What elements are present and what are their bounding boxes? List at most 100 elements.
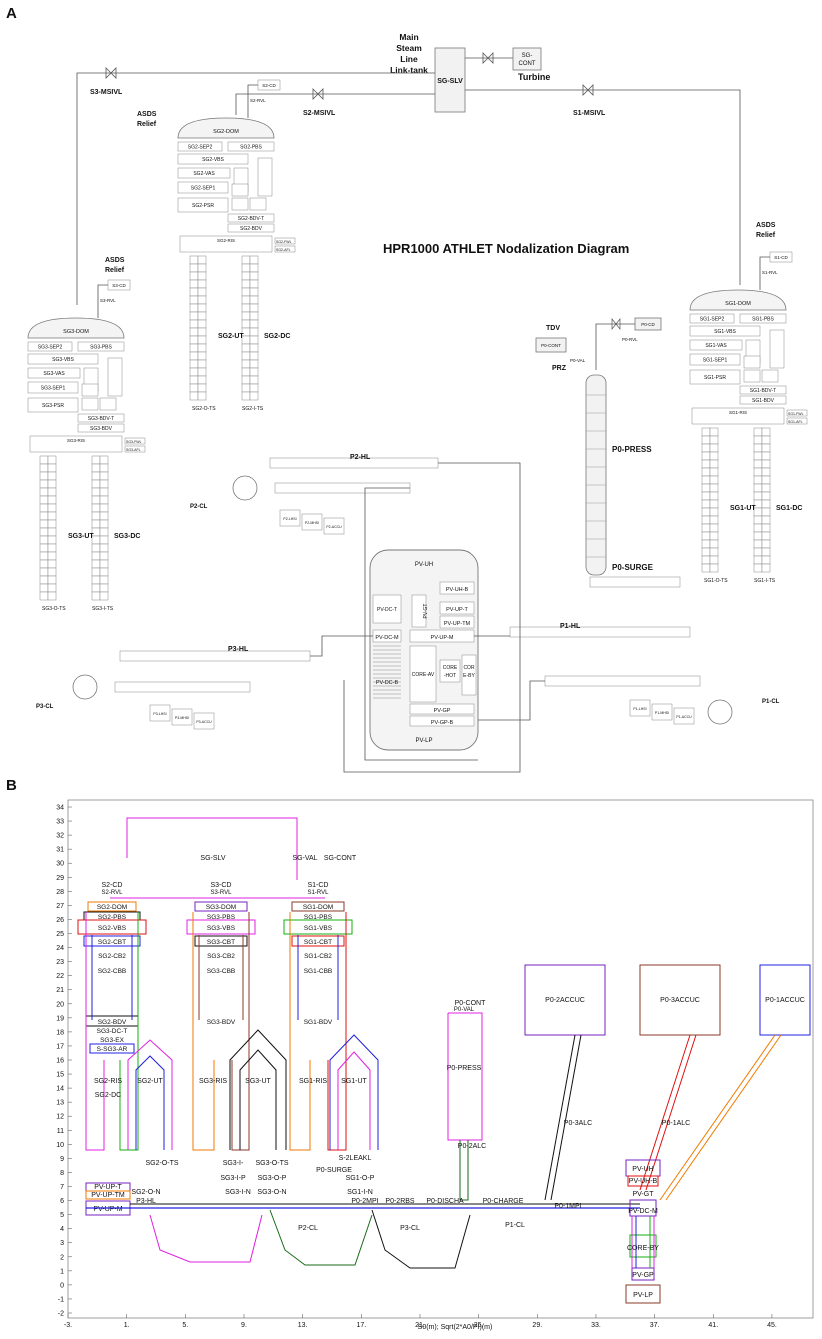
sg3-tube-cell <box>47 511 57 521</box>
b-pv-lp: PV-LP <box>633 1292 653 1299</box>
sg1-tube-cell <box>709 467 719 477</box>
sg1-tube-cell <box>753 563 763 573</box>
x-tick-label: 33. <box>591 1322 601 1329</box>
sg2-tube-cell <box>249 263 259 273</box>
sg2-cb-box-1 <box>231 183 249 197</box>
p3-cl-label: P3-CL <box>36 704 54 710</box>
p0-cd-label: P0-CD <box>641 322 655 327</box>
sg1-fwl-box <box>786 409 808 417</box>
sg3-tube-cell <box>91 479 101 489</box>
x-axis-label: S0(m); Sqrt(2*A0/PI)(m) <box>418 1324 493 1331</box>
sg3-tube-cell <box>91 503 101 513</box>
sg3-cb-box-3 <box>99 397 117 411</box>
b-p2-cl-loop-b <box>269 1209 373 1266</box>
sg1-tube-cell <box>709 435 719 445</box>
pv-up-tm-label: PV-UP-TM <box>444 621 471 627</box>
sg2-tube-cell <box>249 271 259 281</box>
sg3-box-label-0: SG3-SEP2 <box>38 345 63 351</box>
y-tick-label: 10 <box>56 1142 64 1149</box>
b-p0-2mpi: P0-2MPI <box>351 1198 378 1205</box>
b-sg2-ut-a <box>127 1039 173 1150</box>
x-tick-label: 1. <box>124 1322 130 1329</box>
p3-hl-return-line <box>310 635 373 657</box>
b-sg3-ar-box <box>89 1043 135 1054</box>
sg2-tube-cell <box>249 311 259 321</box>
msl-line-4: Link-tank <box>390 65 428 75</box>
y-tick-label: 21 <box>56 987 64 994</box>
p2-hl-label: P2-HL <box>350 454 371 461</box>
sg2-tube-cell <box>189 351 199 361</box>
b-alc-1c-a <box>659 1034 776 1201</box>
b-s3-rvl: S3-RVL <box>211 890 233 896</box>
sg3-tube-cell <box>91 575 101 585</box>
sg2-tube-cell <box>249 287 259 297</box>
sg2-tube-cell <box>241 351 251 361</box>
sg3-box-label-5: SG3-PSR <box>42 403 64 409</box>
y-tick-label: 31 <box>56 847 64 854</box>
sg2-tube-cell <box>249 359 259 369</box>
b-alc-1-b <box>645 1034 697 1191</box>
sg3-tube-cell <box>39 583 49 593</box>
sg-val-text: SG-VAL <box>292 855 317 862</box>
y-tick-label: 26 <box>56 917 64 924</box>
sg3-box-label-7: SG3-BDV <box>90 426 113 432</box>
y-tick-label: 1 <box>60 1268 64 1275</box>
b-sg1-ut-b <box>337 1051 371 1150</box>
sg1-tube-cell <box>753 435 763 445</box>
prz-label: PRZ <box>552 365 567 372</box>
p2-hl-return-line <box>343 462 521 773</box>
b-sg2-pbs: SG2-PBS <box>98 914 127 921</box>
b-p0-1accuc: P0-1ACCUC <box>765 997 805 1004</box>
sg3-tube-cell <box>91 559 101 569</box>
pv-gp-label: PV-GP <box>434 708 451 714</box>
p0-surge-line <box>589 576 681 588</box>
y-tick-label: 11 <box>57 1128 64 1135</box>
sg2-tube-cell <box>241 359 251 369</box>
sg1-tube-cell <box>709 515 719 525</box>
sg3-box-1 <box>77 341 125 352</box>
b-sg3-pbs: SG3-PBS <box>207 914 236 921</box>
sg2-tube-cell <box>249 375 259 385</box>
b-sg3-cb2: SG3-CB2 <box>207 953 235 960</box>
sg2-tube-cell <box>249 343 259 353</box>
sg-cont-label-1: SG- <box>522 53 533 59</box>
core-by-label-1: COR <box>463 665 475 671</box>
cont-valve-icon <box>482 52 494 64</box>
sg2-tube-cell <box>189 375 199 385</box>
sg1-tube-cell <box>753 491 763 501</box>
sg1-box-label-0: SG1-SEP2 <box>700 317 725 323</box>
p0-surge-label: P0-SURGE <box>612 563 654 572</box>
sg2-tube-cell <box>197 327 207 337</box>
loop-segment-1 <box>119 650 311 662</box>
sg3-box-4 <box>27 381 79 394</box>
sg3-tube-cell <box>91 455 101 465</box>
sg2-tube-cell <box>189 271 199 281</box>
pv-up-tm-box <box>439 615 475 629</box>
b-pv-uh-b: PV-UH-B <box>629 1178 658 1185</box>
sg3-tube-cell <box>39 503 49 513</box>
sg2-box-label-6: SG2-BDV-T <box>238 216 264 222</box>
s1-msivl-label: S1-MSIVL <box>573 110 606 117</box>
sg1-tube-cell <box>709 459 719 469</box>
p2-cl-label: P2-CL <box>190 504 208 510</box>
b-sg3-bdv: SG3-BDV <box>207 1019 236 1026</box>
sg3-afl-box <box>124 445 146 453</box>
sg3-box-label-1: SG3-PBS <box>90 345 112 351</box>
sg2-tube-cell <box>249 255 259 265</box>
sg3-tube-cell <box>47 583 57 593</box>
sg3-tube-cell <box>99 559 109 569</box>
sg1-tube-cell <box>701 563 711 573</box>
sg2-tube-cell <box>241 391 251 401</box>
sg1-tube-cell <box>761 539 771 549</box>
plot-frame <box>67 799 814 1319</box>
pv-gp-box <box>409 703 475 715</box>
y-tick-label: 3 <box>60 1240 64 1247</box>
sg2-box-3 <box>177 167 231 179</box>
y-tick-label: 20 <box>56 1001 64 1008</box>
sg2-tube-cell <box>241 287 251 297</box>
sg2-cb2-box <box>257 157 273 197</box>
sg1-box-5 <box>689 369 741 385</box>
sg1-tube-cell <box>701 507 711 517</box>
sg3-tube-cell <box>47 575 57 585</box>
sg1-tube-cell <box>753 539 763 549</box>
